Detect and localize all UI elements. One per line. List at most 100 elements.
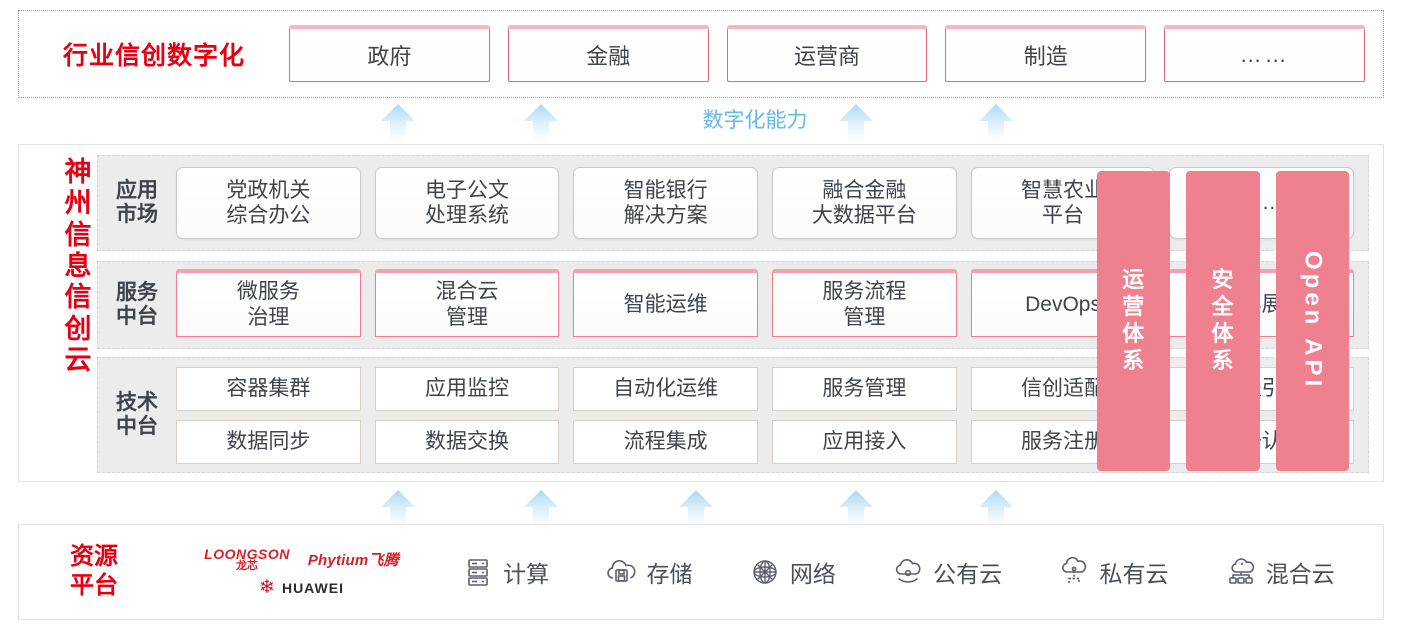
cell-line: 融合金融 [822, 178, 907, 202]
row-label-technology-platform: 技术 中台 [98, 391, 176, 439]
resource-item-public-cloud[interactable]: 公有云 [892, 555, 1002, 589]
cell-line: 党政机关 [226, 178, 311, 202]
vendor-row-top: LOONGSON 龙芯 Phytium飞腾 [204, 547, 399, 572]
industry-box-label: 运营商 [793, 44, 860, 69]
pillar-open-api[interactable]: Open API [1275, 171, 1349, 471]
up-arrow-icon [973, 104, 1019, 142]
capability-label: 数字化能力 [702, 109, 808, 132]
cell-application-access[interactable]: 应用接入 [772, 419, 957, 464]
resource-platform-panel: 资源 平台 LOONGSON 龙芯 Phytium飞腾 ❄ HUAWEI [18, 524, 1384, 620]
row-label-line: 中台 [116, 305, 158, 328]
server-icon [462, 556, 494, 588]
cell-automated-operations[interactable]: 自动化运维 [573, 366, 759, 411]
pillar-operations-system[interactable]: 运 营 体 系 [1097, 171, 1171, 471]
cell-container-cluster[interactable]: 容器集群 [176, 366, 361, 411]
cell-microservice-governance[interactable]: 微服务 治理 [176, 269, 361, 337]
cell-line: 智慧农业 [1021, 178, 1106, 202]
cell-line: 容器集群 [226, 376, 311, 400]
cell-line: 服务管理 [822, 376, 907, 400]
cell-finance-bigdata[interactable]: 融合金融 大数据平台 [772, 167, 957, 239]
industry-box-label: …… [1239, 42, 1290, 67]
cell-line: 电子公文 [425, 178, 509, 202]
private-cloud-icon [1058, 556, 1090, 588]
cell-intelligent-operations[interactable]: 智能运维 [573, 269, 759, 337]
up-arrow-icon [518, 104, 564, 142]
industry-box-manufacturing[interactable]: 制造 [945, 25, 1147, 82]
cell-line: 大数据平台 [811, 204, 917, 227]
resource-item-network[interactable]: 网络 [749, 555, 836, 589]
cell-application-monitoring[interactable]: 应用监控 [374, 366, 560, 411]
cell-line: 信创适配 [1021, 376, 1106, 400]
cell-govt-office[interactable]: 党政机关 综合办公 [176, 167, 361, 239]
capability-arrow-strip-top: 数字化能力 [0, 100, 1402, 142]
industry-band-title: 行业信创数字化 [62, 42, 245, 70]
up-arrow-icon [673, 490, 719, 528]
cloud-title-char: 云 [64, 344, 92, 375]
resource-item-hybrid-cloud[interactable]: 混合云 [1225, 555, 1335, 589]
loongson-logo-cn: 龙芯 [236, 560, 258, 572]
cell-line: 流程集成 [623, 429, 708, 453]
cell-line: DevOps [1025, 292, 1101, 316]
industry-box-finance[interactable]: 金融 [507, 25, 709, 82]
pillar-char: 营 [1122, 294, 1146, 320]
cell-line: 综合办公 [226, 204, 311, 227]
resource-item-label: 混合云 [1265, 561, 1335, 587]
pillar-char: 系 [1211, 347, 1235, 373]
huawei-logo-text: HUAWEI [281, 579, 344, 596]
cloud-title-char: 信 [64, 282, 92, 313]
cell-data-sync[interactable]: 数据同步 [176, 419, 361, 464]
resource-item-label: 计算 [503, 561, 550, 587]
loongson-logo: LOONGSON 龙芯 [204, 547, 290, 572]
phytium-logo: Phytium飞腾 [307, 552, 399, 569]
cell-data-exchange[interactable]: 数据交换 [374, 419, 560, 464]
cloud-storage-icon [605, 556, 637, 588]
pillar-char: 运 [1122, 267, 1146, 293]
row-label-line: 技术 [116, 390, 158, 414]
resource-item-label: 公有云 [933, 561, 1003, 587]
resource-item-label: 存储 [646, 561, 693, 587]
industry-box-label: 政府 [367, 44, 412, 69]
cell-line: 管理 [843, 305, 886, 329]
network-icon [749, 556, 781, 588]
industry-box-more[interactable]: …… [1164, 25, 1365, 82]
row-label-line: 市场 [116, 203, 158, 226]
cell-smart-bank[interactable]: 智能银行 解决方案 [573, 167, 759, 239]
pillar-security-system[interactable]: 安 全 体 系 [1186, 171, 1260, 471]
cell-line: 应用接入 [822, 429, 907, 453]
resource-arrow-strip-bottom [0, 486, 1402, 528]
cloud-panel-title: 神 州 信 息 信 创 云 [49, 157, 107, 376]
up-arrow-icon [375, 104, 421, 142]
hybrid-cloud-icon [1225, 556, 1257, 588]
resource-item-list: 计算 存储 [434, 555, 1383, 589]
resource-item-storage[interactable]: 存储 [605, 555, 692, 589]
industry-box-carrier[interactable]: 运营商 [726, 25, 928, 82]
cell-e-document[interactable]: 电子公文 处理系统 [374, 167, 560, 239]
cell-line: 智能运维 [623, 292, 708, 316]
cell-process-integration[interactable]: 流程集成 [573, 419, 759, 464]
cell-line: 数据交换 [425, 429, 509, 453]
pillar-char: 体 [1211, 321, 1235, 346]
resource-title-line: 资源 [70, 543, 118, 571]
up-arrow-icon [518, 490, 564, 528]
resource-item-private-cloud[interactable]: 私有云 [1058, 555, 1168, 589]
cell-service-management[interactable]: 服务管理 [772, 366, 957, 411]
cell-line: 数据同步 [226, 429, 311, 453]
cell-list: 党政机关 综合办公 电子公文 处理系统 智能银行 解决方案 [176, 167, 1368, 239]
cell-line: 服务注册 [1021, 429, 1106, 453]
cell-service-process-management[interactable]: 服务流程 管理 [772, 269, 957, 337]
vendor-logo-list: LOONGSON 龙芯 Phytium飞腾 ❄ HUAWEI [169, 547, 434, 597]
pillar-label: Open API [1299, 251, 1327, 391]
cell-line: 应用监控 [425, 376, 509, 400]
cell-line: 管理 [446, 305, 488, 329]
cell-line: 解决方案 [623, 204, 708, 227]
cell-hybrid-cloud-management[interactable]: 混合云 管理 [374, 269, 560, 337]
industry-box-government[interactable]: 政府 [289, 25, 490, 82]
public-cloud-icon [892, 556, 924, 588]
up-arrow-icon [833, 104, 879, 142]
cell-line: 服务流程 [822, 280, 907, 304]
up-arrow-icon [375, 490, 421, 528]
resource-item-compute[interactable]: 计算 [462, 555, 549, 589]
cell-line: 自动化运维 [613, 376, 719, 400]
row-label-application-market: 应用 市场 [98, 179, 176, 227]
